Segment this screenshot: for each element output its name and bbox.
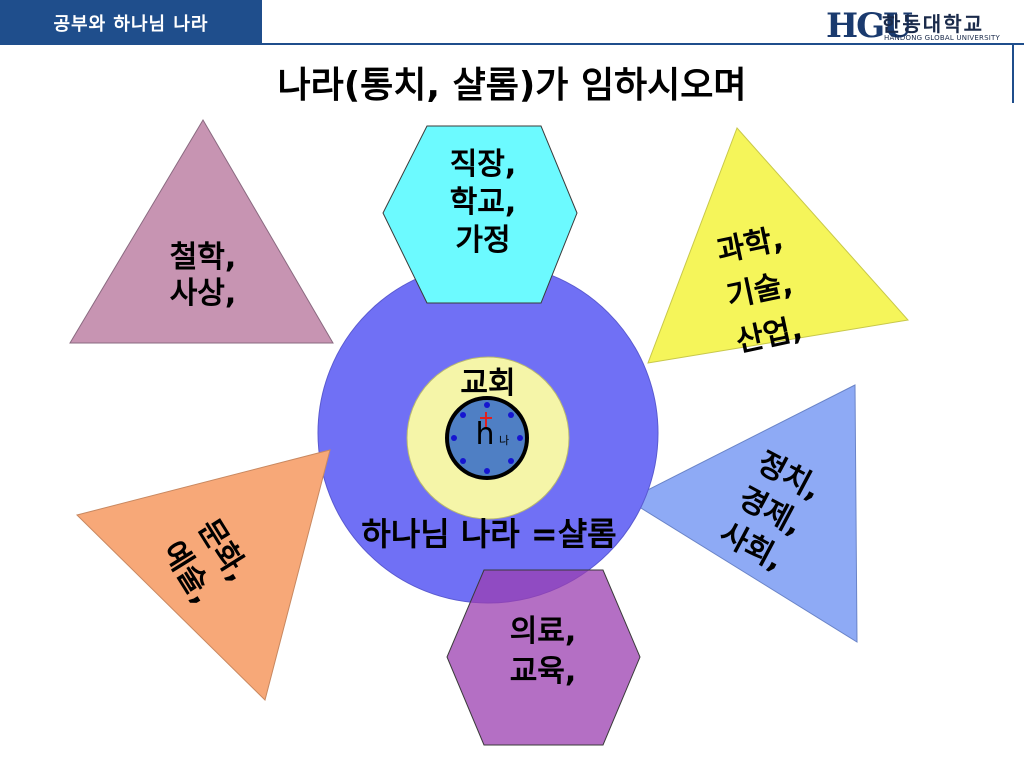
section-tab-label: 공부와 하나님 나라 [53,13,209,35]
header-divider-right [1012,43,1014,103]
workplace-hexagon [382,125,578,304]
self-circle [445,396,529,480]
logo-mark: HGU [826,6,913,46]
university-logo: HGU 한동대학교 HANDONG GLOBAL UNIVERSITY [826,6,1016,46]
arts-triangle [76,449,331,701]
self-dots [451,402,523,474]
slide-title: 나라(통치, 샬롬)가 임하시오며 [277,65,747,106]
logo-subtitle: HANDONG GLOBAL UNIVERSITY [884,34,1000,42]
logo-name: 한동대학교 [882,12,984,36]
church-label: 교회 [460,366,516,401]
self-label: 나 [498,434,510,447]
philosophy-triangle [69,119,334,344]
workplace-label: 직장, 학교, 가정 [449,147,517,258]
medicine-label: 의료, 교육, [509,614,577,689]
kingdom-label: 하나님 나라 =샬롬 [361,515,617,553]
self-symbol: h [475,417,495,452]
politics-triangle [626,384,858,643]
section-tab: 공부와 하나님 나라 [0,0,262,45]
philosophy-label: 철학, 사상, [169,240,237,311]
header-divider [262,43,1024,45]
cross-icon [480,412,492,428]
medicine-hexagon [446,569,641,746]
science-triangle [647,127,909,364]
